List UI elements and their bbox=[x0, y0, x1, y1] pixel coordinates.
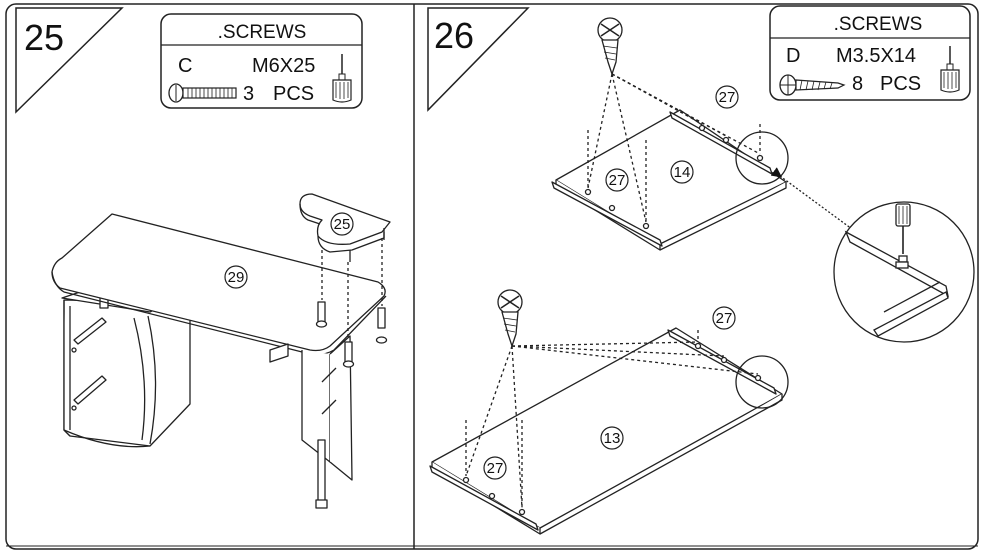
screw-size-c: M6X25 bbox=[252, 55, 315, 77]
screw-c-icon bbox=[315, 301, 328, 328]
part-label-27-top: 27 bbox=[719, 89, 736, 106]
screw-qty-unit-c: PCS bbox=[273, 83, 314, 105]
screws-box-d: .SCREWS D M3.5X14 8 PCS bbox=[769, 5, 971, 101]
part-marker-29 bbox=[224, 265, 248, 289]
page-frame bbox=[5, 3, 979, 550]
machine-screw-icon bbox=[168, 83, 237, 103]
part-label-29: 29 bbox=[228, 269, 245, 286]
screws-header-c: .SCREWS bbox=[218, 22, 307, 43]
screw-size-d: M3.5X14 bbox=[836, 45, 916, 67]
part-label-27-lower-left: 27 bbox=[487, 460, 504, 477]
desk-assembly-drawing bbox=[51, 193, 391, 509]
screw-qty-c: 3 bbox=[243, 83, 254, 105]
part-marker-14 bbox=[670, 160, 694, 184]
step-number-26: 26 bbox=[434, 15, 474, 56]
screw-c-icon bbox=[342, 341, 355, 368]
screwdriver-icon bbox=[940, 46, 960, 93]
wood-screw-large-icon bbox=[597, 17, 623, 75]
screwdriver-icon bbox=[332, 54, 352, 103]
part-marker-13 bbox=[600, 426, 624, 450]
screw-c-icon bbox=[375, 307, 388, 344]
part-label-27-lower-top: 27 bbox=[716, 310, 733, 327]
wood-screw-icon bbox=[779, 74, 846, 96]
part-marker-27 bbox=[605, 168, 629, 192]
screw-qty-unit-d: PCS bbox=[880, 73, 921, 95]
screw-code-c: C bbox=[178, 55, 192, 77]
step-25-panel: 25 .SCREWS C M6X25 3 PCS bbox=[15, 7, 391, 509]
part-label-25: 25 bbox=[334, 216, 351, 233]
part-marker-27 bbox=[483, 456, 507, 480]
screws-header-d: .SCREWS bbox=[834, 14, 923, 35]
part-label-13: 13 bbox=[604, 430, 621, 447]
step-badge-26 bbox=[427, 7, 530, 112]
screw-qty-d: 8 bbox=[852, 73, 863, 95]
wood-screw-large-icon bbox=[497, 289, 523, 347]
detail-zoom-circle bbox=[833, 201, 975, 343]
step-26-panel: 26 .SCREWS D M3.5X14 8 PCS bbox=[427, 5, 975, 535]
shelf-13-drawing bbox=[429, 289, 789, 535]
shelf-14-drawing bbox=[551, 17, 857, 251]
part-label-27-left: 27 bbox=[609, 172, 626, 189]
part-marker-27 bbox=[712, 306, 736, 330]
screws-box-c: .SCREWS C M6X25 3 PCS bbox=[160, 13, 363, 109]
part-marker-27 bbox=[715, 85, 739, 109]
step-number-25: 25 bbox=[24, 17, 64, 58]
part-marker-25 bbox=[330, 212, 354, 236]
step-badge-25 bbox=[15, 7, 124, 114]
screw-code-d: D bbox=[786, 45, 800, 67]
part-label-14: 14 bbox=[674, 164, 691, 181]
